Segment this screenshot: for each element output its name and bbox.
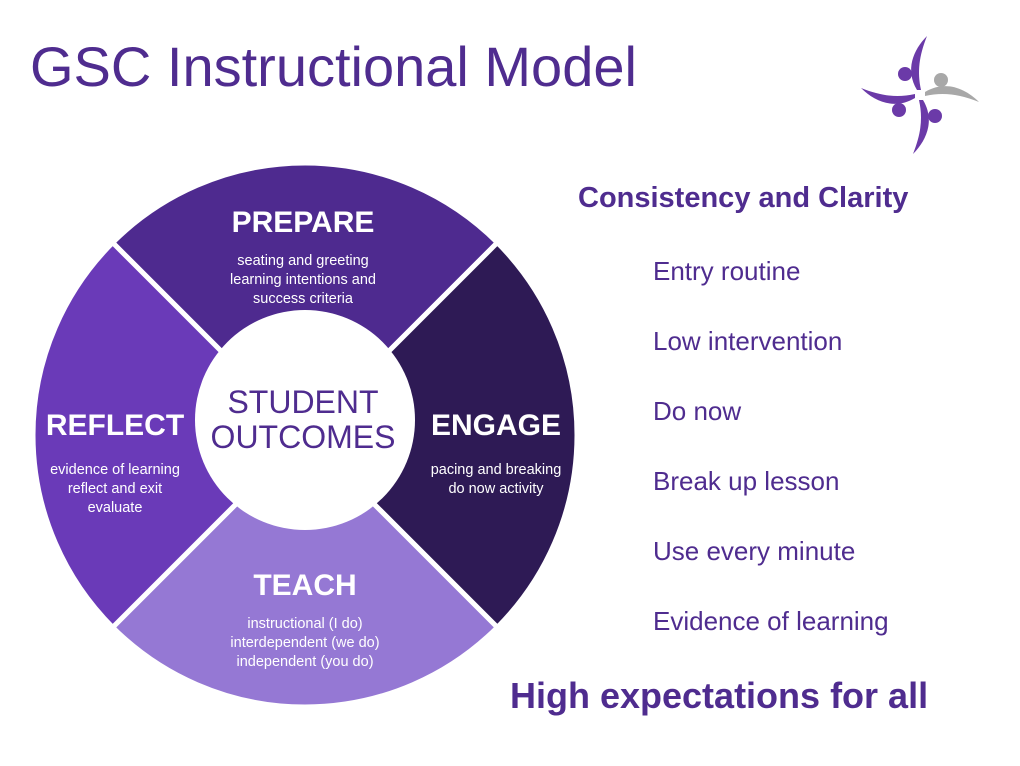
logo-figure-head [934, 73, 948, 87]
segment-detail-prepare: success criteria [253, 291, 354, 307]
footer-tagline: High expectations for all [510, 675, 929, 716]
list-item: Do now [653, 396, 742, 426]
segment-prepare [109, 160, 501, 439]
logo-figure-head [928, 109, 942, 123]
logo-figure-arm [913, 100, 929, 154]
list-item: Evidence of learning [653, 606, 889, 636]
segment-detail-teach: independent (you do) [236, 654, 373, 670]
panel-heading: Consistency and Clarity [578, 182, 909, 214]
segment-teach [109, 431, 501, 710]
segment-reflect [30, 239, 309, 631]
segment-detail-teach: instructional (I do) [247, 616, 362, 632]
list-item: Entry routine [653, 256, 801, 286]
segment-detail-prepare: seating and greeting [237, 253, 368, 269]
list-item: Break up lesson [653, 466, 840, 496]
list-item: Use every minute [653, 536, 856, 566]
logo-figure-head [892, 103, 906, 117]
page-title: GSC Instructional Model [30, 35, 637, 98]
list-item: Low intervention [653, 326, 843, 356]
segment-detail-reflect: evaluate [88, 500, 143, 516]
routine-list: Entry routine Low intervention Do now Br… [653, 254, 889, 674]
segment-detail-reflect: reflect and exit [68, 481, 162, 497]
logo-figure-arm [925, 86, 979, 102]
logo-figure-arm [911, 36, 927, 90]
segment-detail-teach: interdependent (we do) [230, 635, 379, 651]
center-label-line-1: STUDENT [227, 384, 378, 420]
center-circle [195, 310, 415, 530]
segment-detail-engage: pacing and breaking [431, 462, 562, 478]
segment-title-prepare: PREPARE [232, 206, 375, 239]
segment-detail-reflect: evidence of learning [50, 462, 180, 478]
logo-figure-arm [861, 88, 915, 104]
logo-figure-head [898, 67, 912, 81]
segment-title-reflect: REFLECT [46, 409, 184, 442]
segment-detail-engage: do now activity [448, 481, 544, 497]
center-label-line-2: OUTCOMES [211, 419, 396, 455]
segment-detail-prepare: learning intentions and [230, 272, 376, 288]
segment-title-teach: TEACH [253, 569, 356, 602]
segment-title-engage: ENGAGE [431, 409, 561, 442]
segment-engage [301, 239, 580, 631]
gsc-logo-icon [861, 36, 979, 154]
